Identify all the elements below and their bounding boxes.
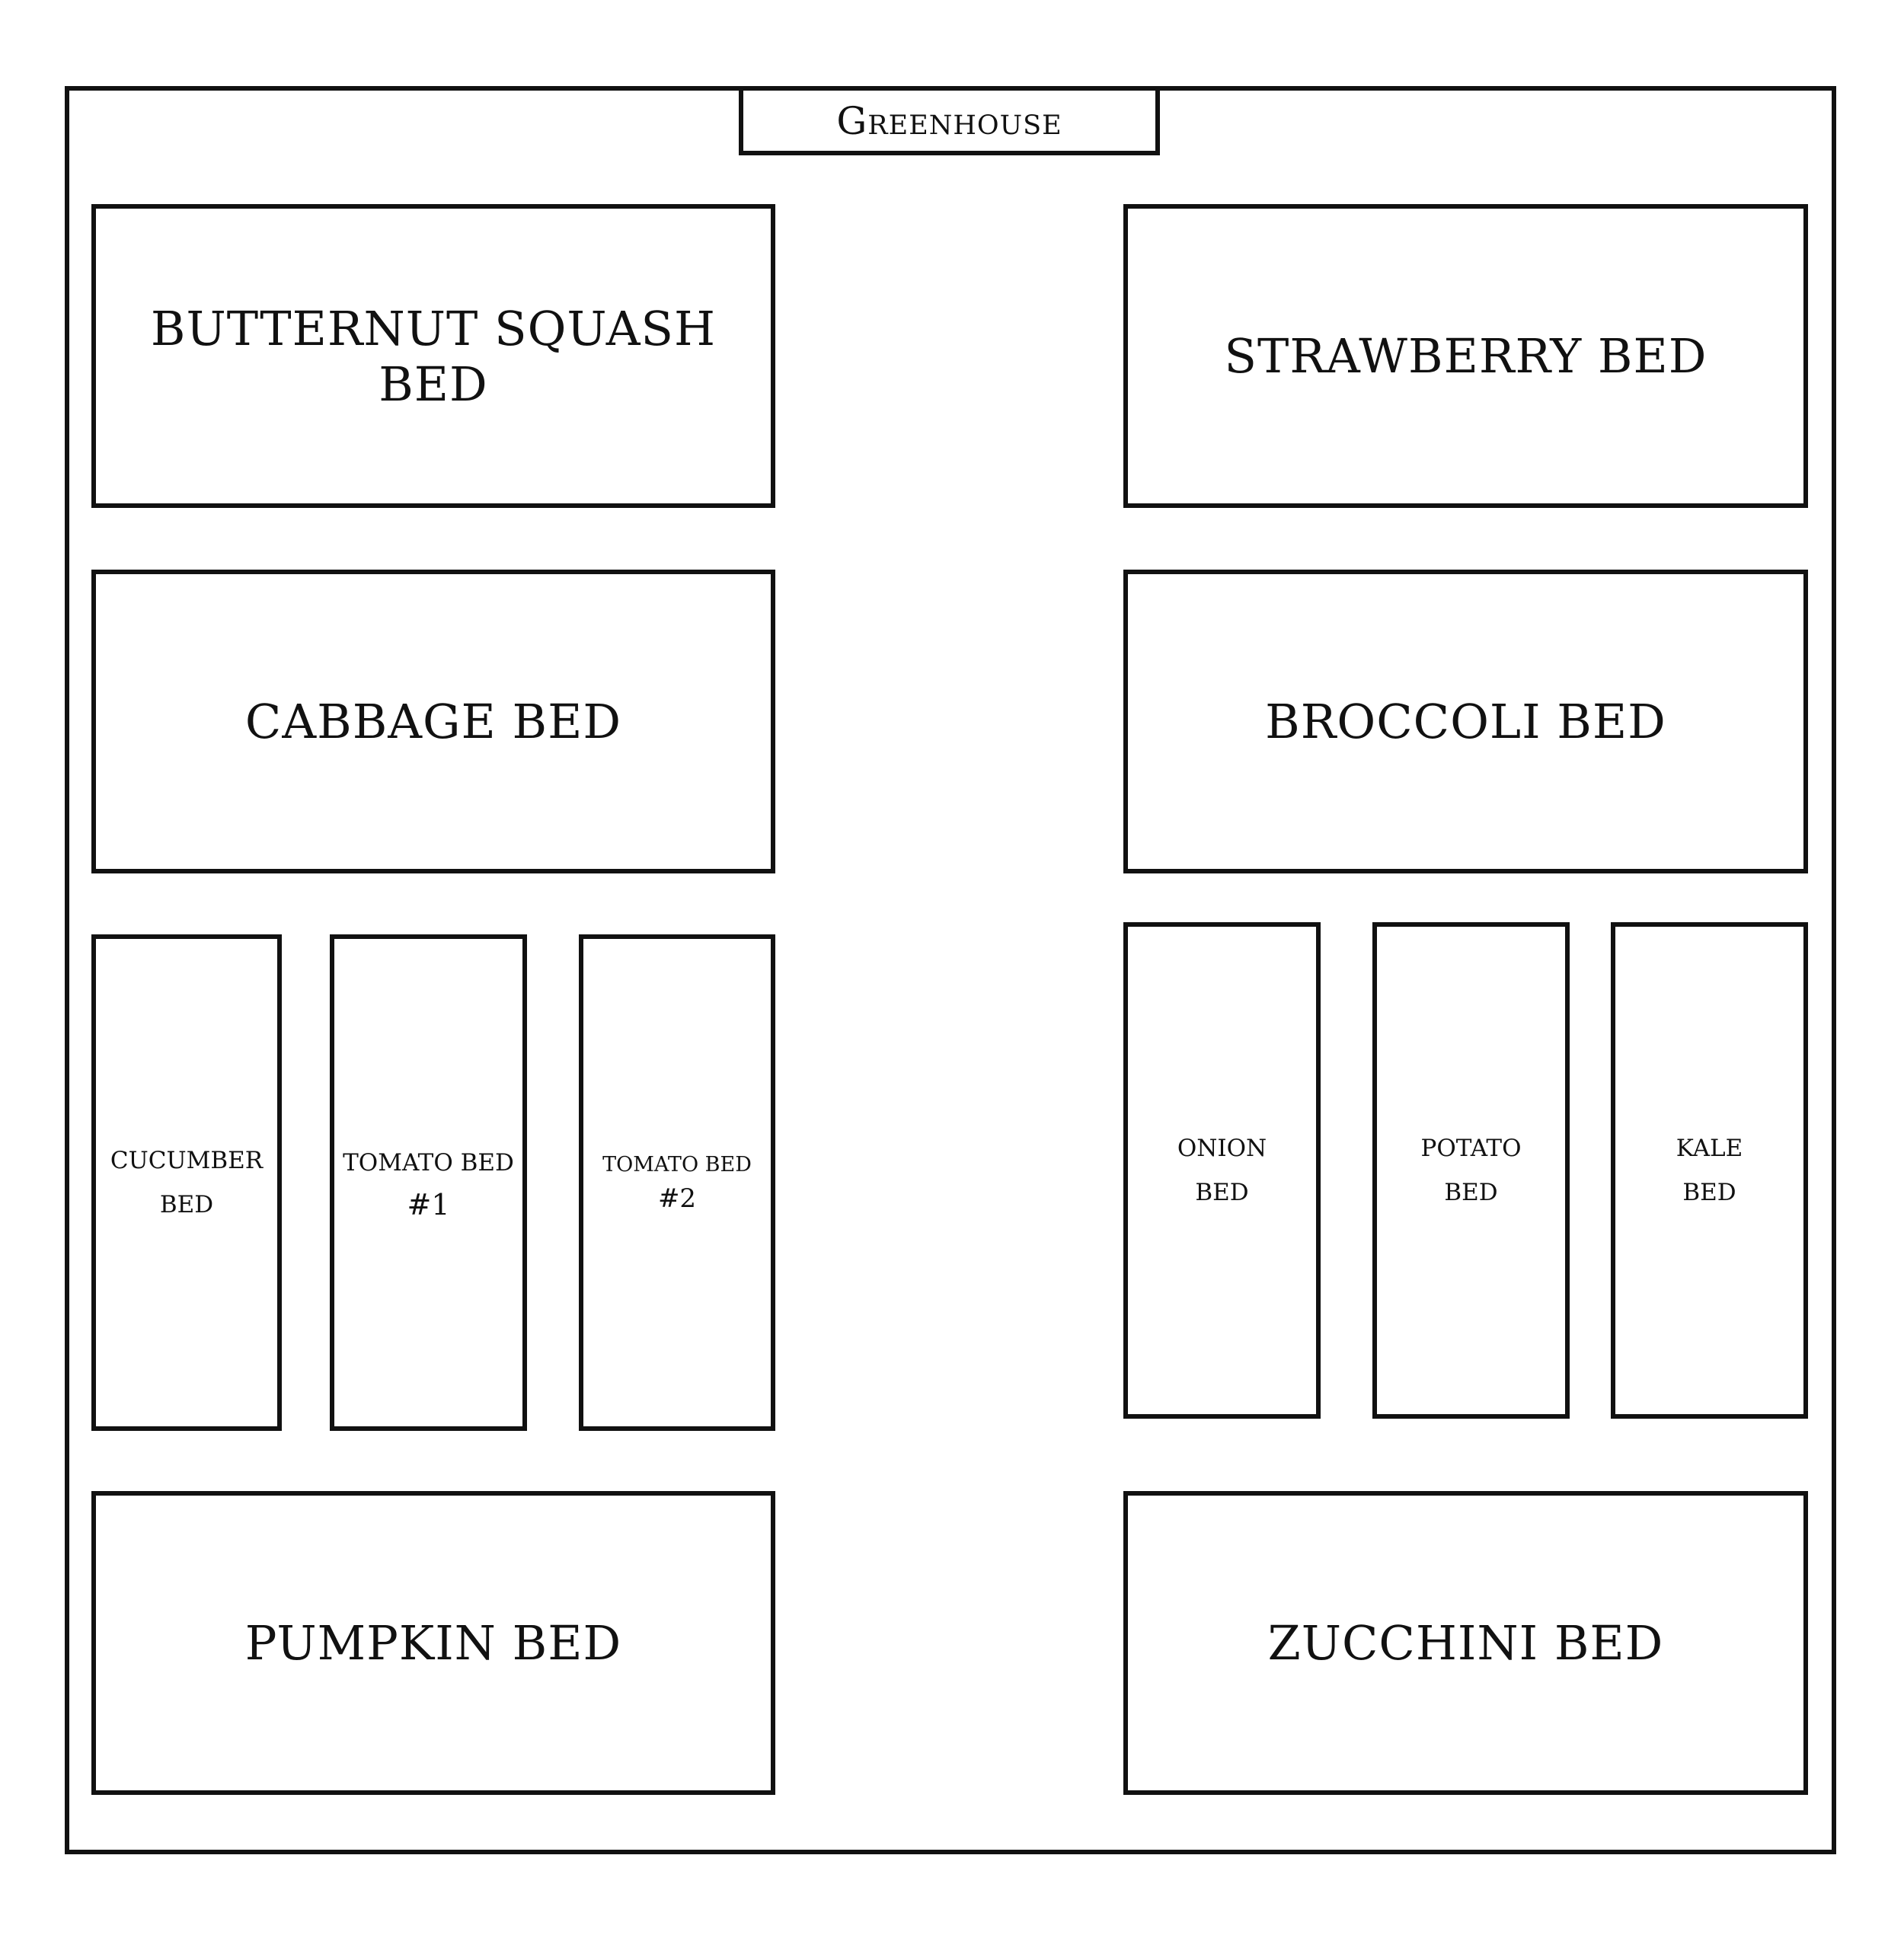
bed-tomato-2-label-line2: #2 [657,1183,697,1214]
bed-tomato-2-label-line1: TOMATO BED [602,1153,752,1177]
bed-tomato-1-label-line1: TOMATO BED [343,1149,514,1177]
bed-potato-label: POTATO BED [1420,1135,1522,1206]
bed-onion: ONION BED [1123,922,1321,1419]
bed-zucchini-label: ZUCCHINI BED [1267,1615,1664,1671]
greenhouse-label: Greenhouse [836,98,1062,143]
bed-tomato-1: TOMATO BED #1 [330,934,527,1431]
bed-cabbage-label: CABBAGE BED [244,694,622,749]
bed-kale-label: KALE BED [1676,1135,1743,1206]
bed-broccoli-label: BROCCOLI BED [1265,694,1666,749]
bed-butternut-squash-label: BUTTERNUT SQUASH BED [150,300,717,412]
bed-butternut-squash: BUTTERNUT SQUASH BED [91,204,775,508]
bed-potato: POTATO BED [1372,922,1570,1419]
bed-cucumber-label: CUCUMBER BED [110,1147,264,1218]
bed-tomato-2: TOMATO BED #2 [579,934,775,1431]
bed-pumpkin-label: PUMPKIN BED [244,1615,622,1671]
bed-cucumber: CUCUMBER BED [91,934,282,1431]
bed-pumpkin: PUMPKIN BED [91,1491,775,1795]
bed-zucchini: ZUCCHINI BED [1123,1491,1808,1795]
bed-cabbage: CABBAGE BED [91,570,775,873]
bed-tomato-1-label-line2: #1 [407,1188,450,1221]
bed-broccoli: BROCCOLI BED [1123,570,1808,873]
bed-tomato-2-label: TOMATO BED #2 [602,1149,752,1216]
bed-strawberry-label: STRAWBERRY BED [1224,328,1708,384]
bed-kale: KALE BED [1611,922,1808,1419]
bed-tomato-1-label: TOMATO BED #1 [343,1141,514,1225]
bed-strawberry: STRAWBERRY BED [1123,204,1808,508]
greenhouse: Greenhouse [739,86,1160,155]
bed-onion-label: ONION BED [1177,1135,1267,1206]
